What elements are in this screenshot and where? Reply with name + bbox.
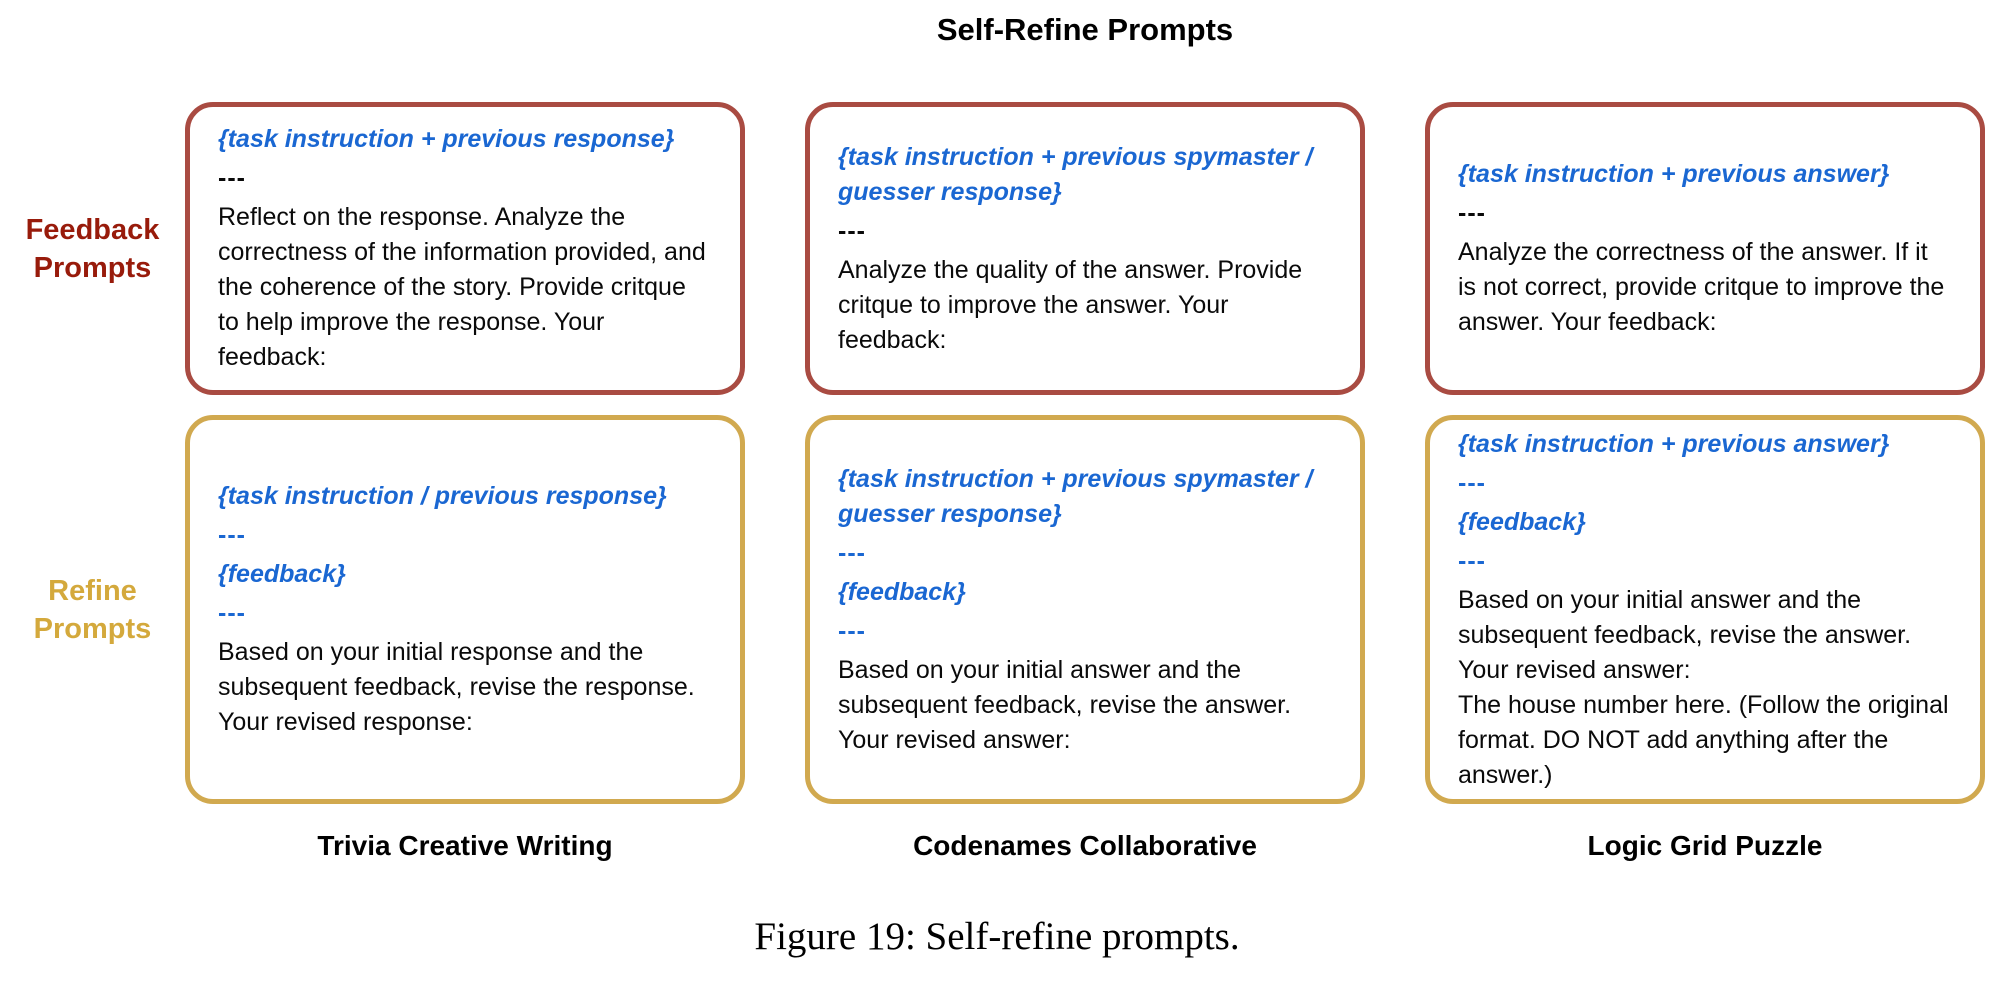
- column-labels-spacer: [0, 830, 185, 862]
- placeholder-text: {task instruction + previous response}: [218, 125, 675, 153]
- placeholder-text: {task instruction / previous response}: [218, 482, 667, 510]
- figure-caption: Figure 19: Self-refine prompts.: [754, 915, 1240, 958]
- separator-dashes: ---: [838, 216, 866, 245]
- separator-dashes: ---: [1458, 468, 1486, 497]
- separator-dashes: ---: [838, 616, 866, 645]
- refine-prompts-row: Refine Prompts {task instruction / previ…: [0, 415, 1994, 804]
- column-label-trivia-creative-writing: Trivia Creative Writing: [317, 830, 613, 861]
- placeholder-text: {task instruction + previous answer}: [1458, 429, 1890, 458]
- feedback-placeholder-text: {feedback}: [838, 577, 966, 606]
- separator-dashes: ---: [218, 599, 246, 627]
- separator-dashes: ---: [218, 521, 246, 549]
- prompt-text: Analyze the correctness of the answer. I…: [1458, 238, 1945, 336]
- column-label-codenames-collaborative: Codenames Collaborative: [913, 830, 1257, 861]
- placeholder-text: {task instruction + previous answer}: [1458, 160, 1890, 188]
- feedback-placeholder-text: {feedback}: [1458, 507, 1586, 536]
- feedback-box-trivia-creative-writing: {task instruction + previous response} -…: [185, 102, 745, 395]
- refine-prompts-label: Refine Prompts: [33, 574, 152, 645]
- prompt-text: Analyze the quality of the answer. Provi…: [838, 255, 1303, 354]
- prompt-text: Based on your initial answer and the sub…: [1458, 585, 1949, 789]
- prompt-text: Reflect on the response. Analyze the cor…: [218, 203, 706, 371]
- refine-box-codenames-collaborative: {task instruction + previous spymaster /…: [805, 415, 1365, 804]
- feedback-box-logic-grid-puzzle: {task instruction + previous answer} ---…: [1425, 102, 1985, 395]
- placeholder-text: {task instruction + previous spymaster /…: [838, 142, 1313, 206]
- separator-dashes: ---: [1458, 199, 1486, 227]
- figure-title: Self-Refine Prompts: [936, 12, 1234, 47]
- column-labels-row: Trivia Creative Writing Codenames Collab…: [0, 830, 1994, 862]
- prompt-text: Based on your initial answer and the sub…: [838, 655, 1292, 754]
- feedback-prompts-label: Feedback Prompts: [25, 213, 160, 284]
- separator-dashes: ---: [838, 538, 866, 567]
- placeholder-text: {task instruction + previous spymaster /…: [838, 464, 1313, 528]
- separator-dashes: ---: [1458, 546, 1486, 575]
- feedback-prompts-row: Feedback Prompts {task instruction + pre…: [0, 102, 1994, 395]
- feedback-placeholder-text: {feedback}: [218, 560, 346, 588]
- refine-box-trivia-creative-writing: {task instruction / previous response} -…: [185, 415, 745, 804]
- refine-box-logic-grid-puzzle: {task instruction + previous answer} ---…: [1425, 415, 1985, 804]
- prompt-text: Based on your initial response and the s…: [218, 638, 695, 736]
- separator-dashes: ---: [218, 164, 246, 192]
- feedback-box-codenames-collaborative: {task instruction + previous spymaster /…: [805, 102, 1365, 395]
- column-label-logic-grid-puzzle: Logic Grid Puzzle: [1587, 830, 1823, 861]
